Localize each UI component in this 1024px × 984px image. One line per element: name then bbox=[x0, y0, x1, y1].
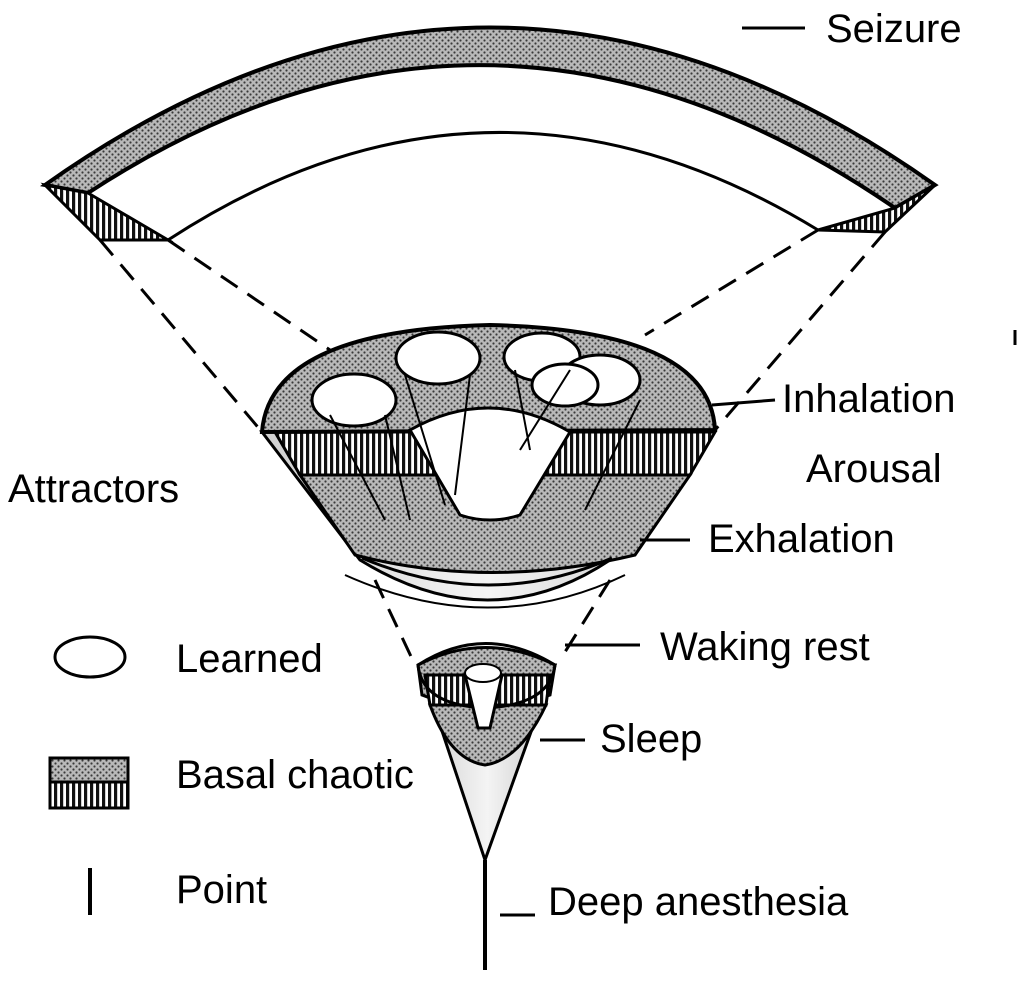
label-attractors: Attractors bbox=[8, 467, 179, 511]
label-exhalation: Exhalation bbox=[708, 517, 895, 561]
legend-learned-swatch bbox=[53, 635, 127, 679]
label-deep-anesthesia: Deep anesthesia bbox=[548, 880, 849, 924]
legend-basal-chaotic-swatch bbox=[48, 756, 130, 810]
legend: Learned Basal chaotic Point bbox=[48, 635, 414, 915]
legend-point-label: Point bbox=[176, 868, 267, 912]
label-seizure: Seizure bbox=[826, 7, 962, 51]
projection-lines bbox=[98, 228, 887, 666]
legend-basal-chaotic-label: Basal chaotic bbox=[176, 753, 414, 797]
label-waking-rest: Waking rest bbox=[660, 625, 870, 669]
label-sleep: Sleep bbox=[600, 717, 702, 761]
legend-learned-label: Learned bbox=[176, 637, 323, 681]
middle-attractor-disk bbox=[258, 322, 719, 609]
label-arousal: Arousal bbox=[806, 447, 942, 491]
leader-lines bbox=[500, 26, 1017, 917]
seizure-arc bbox=[39, 25, 939, 242]
small-attractor-cone bbox=[416, 642, 558, 970]
label-inhalation: Inhalation bbox=[782, 377, 955, 421]
